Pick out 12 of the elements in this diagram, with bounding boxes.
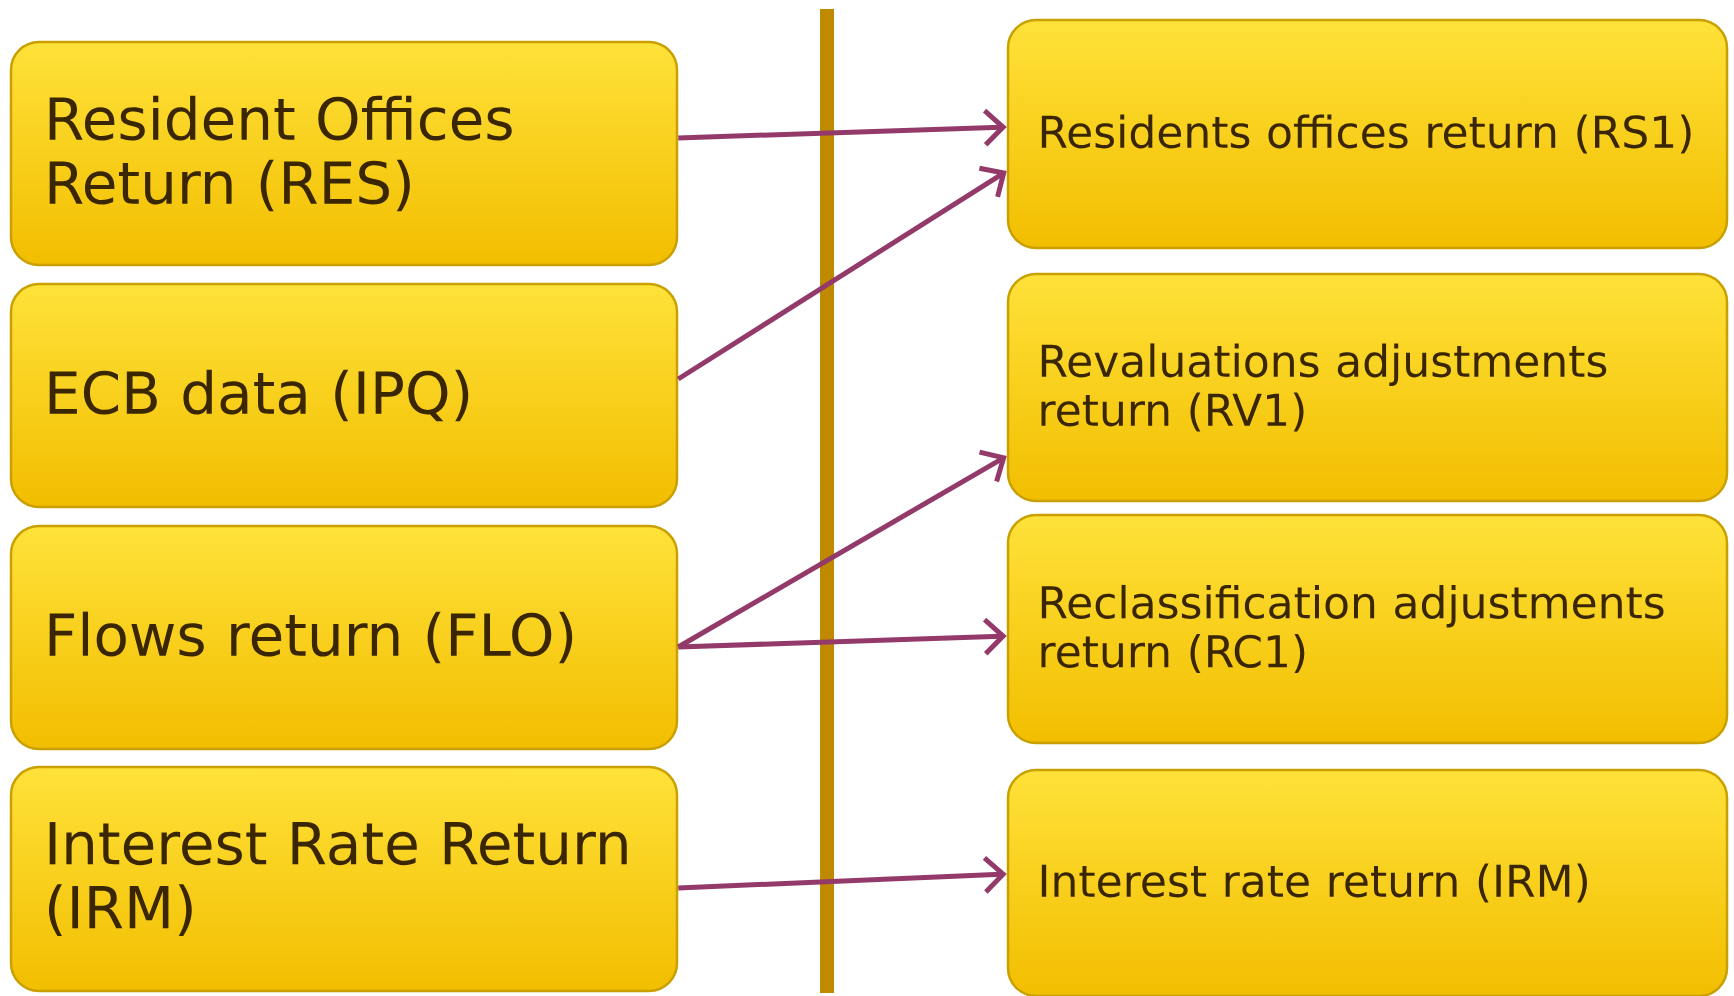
process-box: Interest Rate Return (IRM) [9,765,679,993]
process-box: ECB data (IPQ) [9,282,679,509]
process-box: Flows return (FLO) [9,524,679,751]
process-box: Interest rate return (IRM) [1006,768,1729,996]
process-box: Revaluations adjustments return (RV1) [1006,272,1729,503]
process-box: Resident Offices Return (RES) [9,40,679,267]
arrow [678,856,1007,894]
arrow [678,108,1007,147]
process-box: Reclassification adjustments return (RC1) [1006,513,1729,745]
arrow [678,617,1007,656]
process-box: Residents offices return (RS1) [1006,18,1729,250]
arrow [676,165,1007,382]
